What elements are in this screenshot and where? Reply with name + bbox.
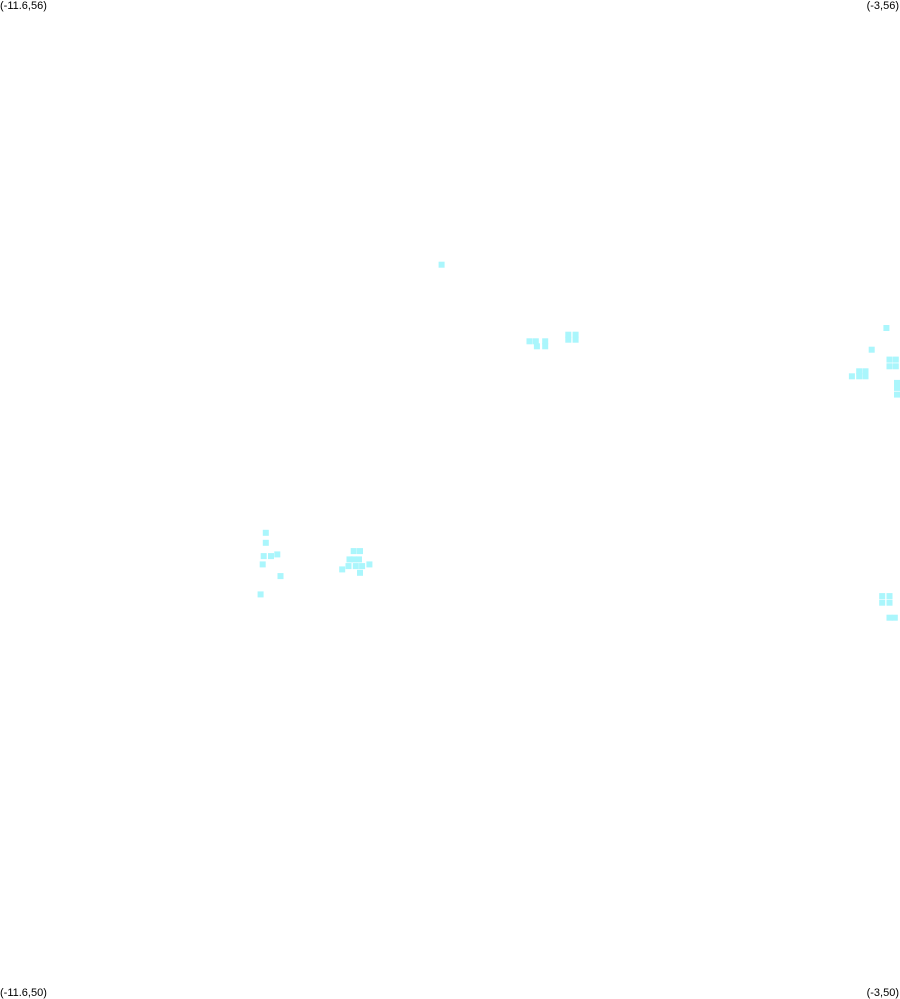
map-point: [886, 599, 893, 606]
map-point: [350, 548, 357, 555]
corner-label-bottom-left: (-11.6,50): [0, 987, 47, 999]
map-point: [886, 614, 893, 621]
map-point: [894, 391, 900, 398]
map-point: [260, 553, 267, 560]
map-point: [357, 569, 363, 576]
map-point: [565, 331, 572, 338]
points-layer: [257, 261, 900, 621]
map-point: [357, 548, 363, 555]
map-point: [533, 343, 540, 350]
map-point: [879, 599, 886, 606]
map-point: [886, 363, 893, 370]
map-point: [886, 593, 893, 600]
map-point: [345, 563, 352, 570]
map-point: [268, 553, 274, 560]
corner-label-top-right: (-3,56): [866, 0, 899, 12]
map-point: [257, 591, 264, 598]
map-point: [259, 561, 266, 568]
map-point: [366, 561, 373, 568]
map-point: [274, 551, 281, 558]
map-point: [356, 556, 362, 563]
map-point: [542, 338, 549, 345]
map-point: [350, 556, 357, 563]
map-point: [572, 331, 579, 338]
map-point: [346, 556, 353, 563]
map-point: [848, 373, 855, 380]
map-point: [862, 368, 869, 375]
map-point: [883, 325, 890, 331]
map-point: [856, 373, 863, 380]
map-point: [277, 573, 284, 580]
map-point: [891, 614, 898, 621]
map-point: [339, 566, 346, 573]
corner-label-top-left: (-11.6,56): [0, 0, 47, 12]
map-point: [359, 563, 366, 570]
map-point: [892, 363, 899, 370]
map-point: [526, 338, 533, 345]
map-point: [542, 343, 549, 350]
map-point: [856, 368, 863, 375]
corner-label-bottom-right: (-3,50): [866, 987, 899, 999]
map-point: [572, 336, 579, 343]
map-point: [894, 379, 900, 386]
map-point: [892, 356, 899, 363]
map-point: [352, 563, 359, 570]
map-point: [565, 336, 572, 343]
map-point: [438, 261, 445, 268]
map-point: [262, 529, 269, 536]
map-point: [879, 593, 886, 600]
map-point: [868, 346, 875, 353]
map-point: [894, 384, 900, 391]
map-point: [532, 338, 539, 345]
map-point: [886, 356, 893, 363]
map-point: [862, 373, 869, 380]
map-point: [262, 539, 269, 546]
